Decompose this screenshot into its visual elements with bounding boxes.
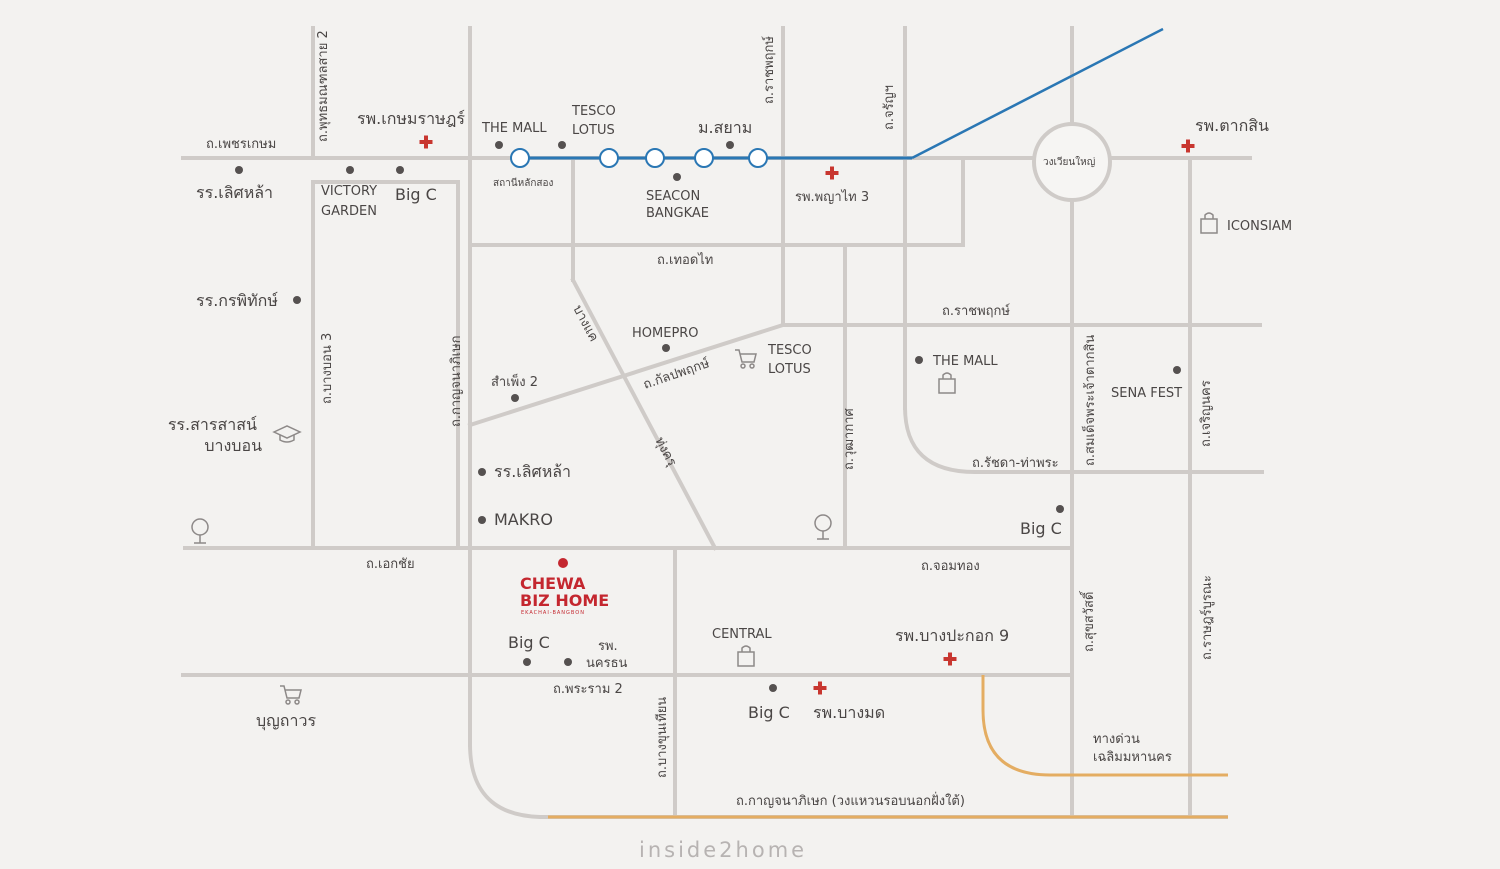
place-label-homepro: HOMEPRO: [632, 326, 699, 341]
place-label-hospital-nakhon: รพ. นครธน: [586, 639, 628, 671]
place-label-bigc-top: Big C: [395, 185, 437, 204]
place-label-school-kornpitak: รร.กรพิทักษ์: [196, 291, 278, 310]
project-marker: CHEWA BIZ HOME EKACHAI-BANGBON: [520, 558, 609, 616]
graduation-cap-icon: [272, 425, 302, 443]
place-label-hospital-taksin: รพ.ตากสิน: [1195, 116, 1269, 135]
place-label-central: CENTRAL: [712, 627, 772, 642]
bts-line: [510, 27, 1164, 168]
road-label-somdet: ถ.สมเด็จพระเจ้าตากสิน: [1080, 335, 1098, 466]
place-label-school-sarasas: รร.สารสาสน์ บางบอน: [168, 415, 262, 455]
project-name-line1: CHEWA: [520, 574, 586, 593]
road-label-kanchanaphisek-outer: ถ.กาญจนาภิเษก (วงแหวนรอบนอกฝั่งใต้): [736, 792, 965, 809]
place-label-boonthavorn: บุญถาวร: [256, 711, 316, 731]
place-label-iconsiam: ICONSIAM: [1227, 219, 1292, 234]
road-label-charoenrat: ถ.เจริญนคร: [1199, 380, 1214, 447]
road-label-kanchanaphisek: ถ.กาญจนาภิเษก: [449, 335, 464, 427]
road-label-ratchaphruek-top: ถ.ราชพฤกษ์: [761, 36, 777, 104]
project-name-line2: BIZ HOME: [520, 591, 609, 610]
place-label-wongwian-yai: วงเวียนใหญ่: [1043, 156, 1095, 168]
watermark: inside2home: [639, 838, 807, 862]
place-label-sena-fest: SENA FEST: [1111, 386, 1182, 401]
place-label-makro: MAKRO: [494, 510, 553, 529]
expressway-label: ทางด่วน เฉลิมมหานคร: [1093, 732, 1172, 765]
shopping-cart-icon: [280, 685, 302, 705]
hospital-cross-icon: [419, 135, 433, 149]
place-label-tesco-mid: TESCO LOTUS: [767, 343, 816, 377]
place-label-the-mall-top: THE MALL: [481, 121, 547, 136]
road-label-bangkhunthian: ถ.บางขุนเทียน: [654, 697, 670, 778]
place-label-bigc-ekachai: Big C: [508, 633, 550, 652]
road-label-rama2: ถ.พระราม 2: [553, 682, 623, 697]
road-label-ratchada: ถ.รัชดา-ท่าพระ: [972, 456, 1059, 471]
place-label-sri-lasalle-top: รร.เลิศหล้า: [196, 183, 273, 202]
place-label-school-lasalle-mid: รร.เลิศหล้า: [494, 462, 571, 481]
road-label-thoedthai: ถ.เทอดไท: [657, 252, 713, 268]
place-label-victory-garden: VICTORY GARDEN: [321, 184, 381, 219]
shopping-bag-icon: [938, 372, 956, 394]
place-dots: [235, 141, 1181, 692]
road-label-charansanitwong: ถ.จรัญฯ: [882, 85, 897, 130]
place-label-bigc-rama2: Big C: [748, 703, 790, 722]
road-label-thung-khru: ทุ่งครุ: [651, 435, 679, 469]
place-label-siam-uni: ม.สยาม: [698, 118, 752, 137]
road-label-ratburana: ถ.ราษฎร์บูรณะ: [1199, 575, 1215, 660]
place-label-seacon: SEACON BANGKAE: [646, 189, 709, 221]
hospital-cross-icon: [1181, 139, 1195, 153]
shopping-cart-icon: [735, 349, 757, 369]
place-label-hospital-phyathai3: รพ.พญาไท 3: [795, 189, 869, 205]
place-label-bigc-chomthong: Big C: [1020, 519, 1062, 538]
expressway-line: [548, 675, 1228, 819]
road-label-ekkachai: ถ.เอกชัย: [366, 557, 415, 572]
hospital-crosses: [419, 135, 1195, 695]
shopping-bag-icon: [1200, 212, 1218, 234]
hospital-cross-icon: [825, 166, 839, 180]
road-label-suksawat: ถ.สุขสวัสดิ์: [1079, 590, 1097, 652]
place-label-tesco-top: TESCO LOTUS: [571, 104, 620, 138]
hospital-cross-icon: [943, 652, 957, 666]
road-label-ratchaphruek-mid: ถ.ราชพฤกษ์: [942, 303, 1010, 319]
road-label-phetkasem: ถ.เพชรเกษม: [206, 137, 276, 152]
shopping-bag-icon: [737, 645, 755, 667]
hospital-cross-icon: [813, 681, 827, 695]
place-labels: รร.เลิศหล้า VICTORY GARDEN Big C รพ.เกษม…: [168, 104, 1292, 731]
tree-icon: [191, 518, 209, 544]
tree-icon: [814, 514, 832, 540]
project-location-dot: [558, 558, 568, 568]
road-label-chomthong: ถ.จอมทอง: [921, 559, 980, 574]
place-label-hospital-bangpakok9: รพ.บางปะกอก 9: [895, 626, 1009, 645]
project-tagline: EKACHAI-BANGBON: [521, 610, 585, 616]
place-label-the-mall-mid: THE MALL: [932, 354, 998, 369]
road-label-wutthakat: ถ.วุฒากาศ: [842, 407, 857, 470]
place-label-sampeng2: สำเพ็ง 2: [491, 372, 538, 390]
road-network: [181, 26, 1264, 819]
place-label-bts-station: สถานีหลักสอง: [493, 177, 553, 189]
place-label-hospital-bangmod: รพ.บางมด: [813, 703, 885, 722]
road-label-phutthamonthon2: ถ.พุทธมณฑลสาย 2: [316, 30, 331, 142]
place-label-hospital-kasem: รพ.เกษมราษฎร์: [357, 109, 465, 128]
road-label-bangbon3: ถ.บางบอน 3: [320, 333, 335, 404]
